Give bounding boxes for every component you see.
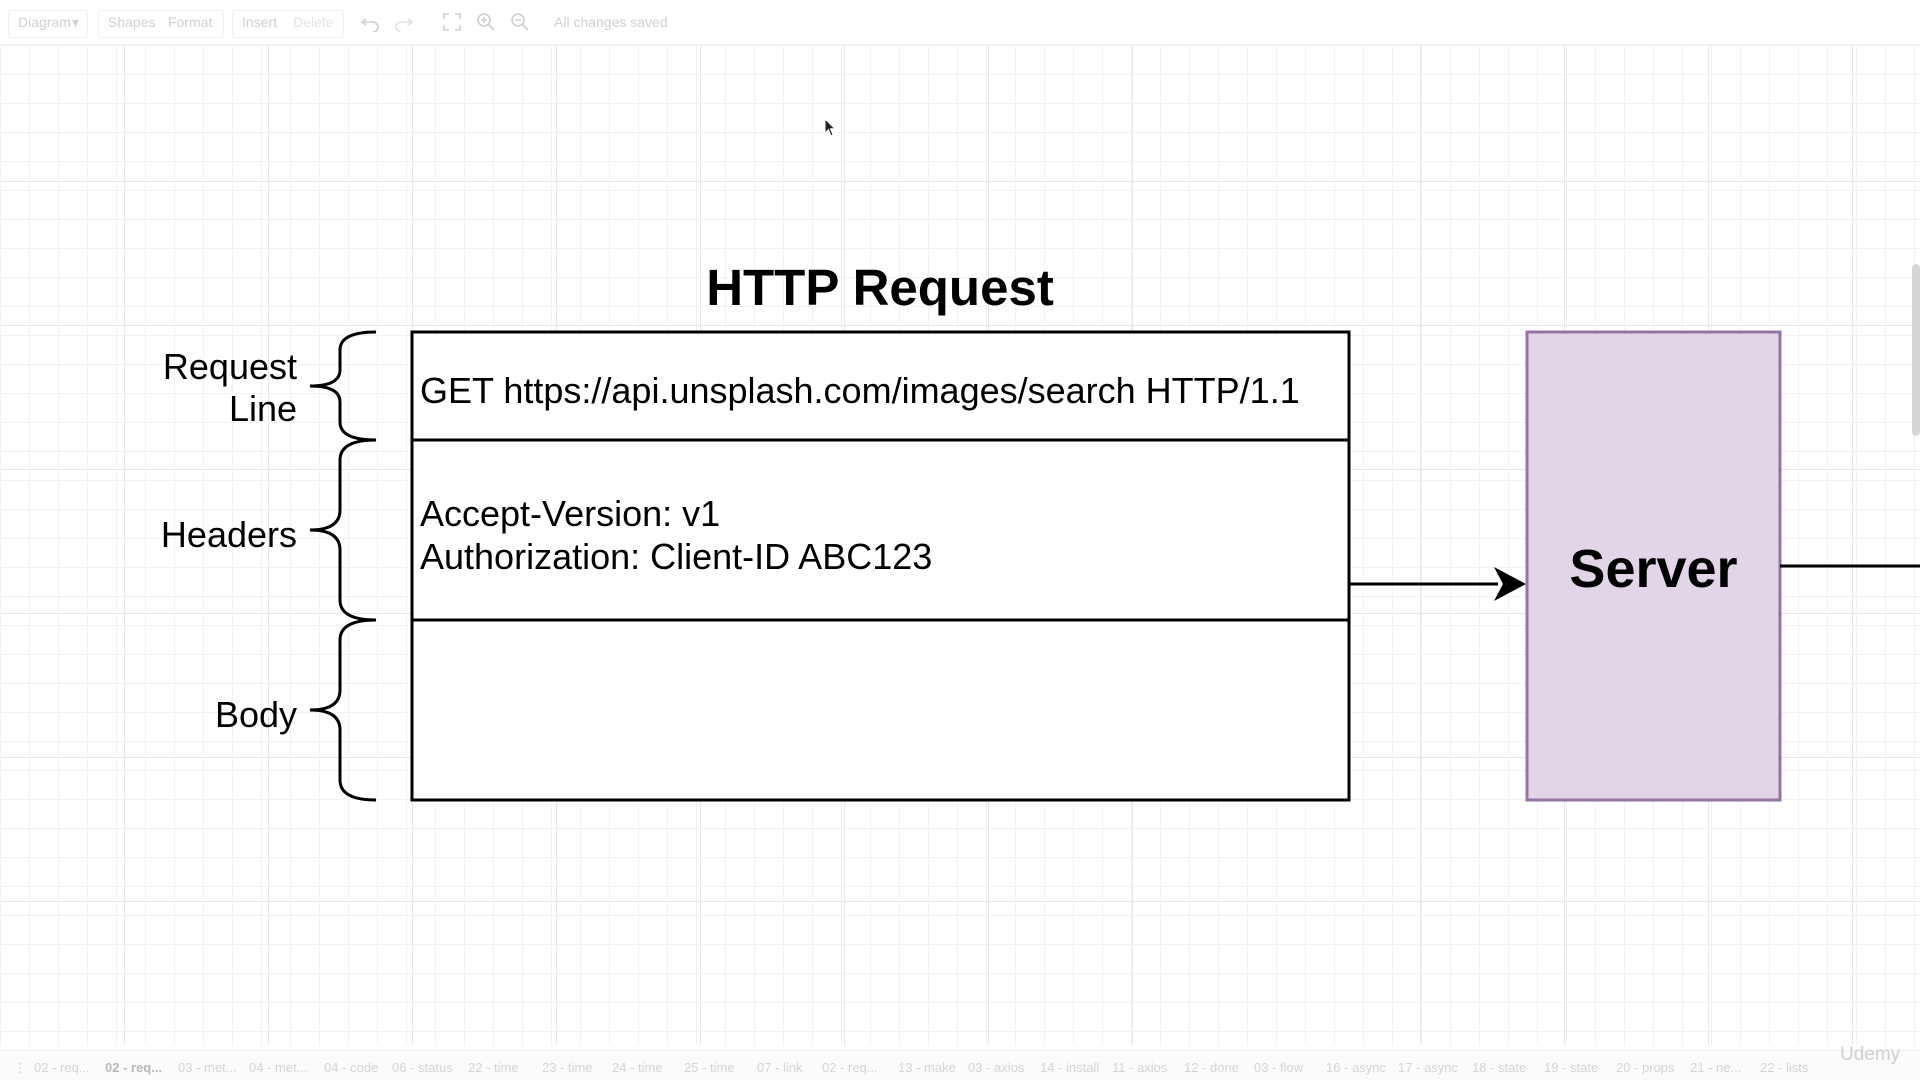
chevron-down-icon: ▾ (72, 14, 80, 30)
page-tab[interactable]: 25 - time (684, 1060, 735, 1075)
fullscreen-icon[interactable] (442, 12, 462, 32)
header-accept-version: Accept-Version: v1 (420, 493, 721, 534)
header-authorization: Authorization: Client-ID ABC123 (420, 536, 933, 577)
diagram-menu-label[interactable]: Diagram (18, 14, 71, 30)
zoom-out-icon[interactable] (510, 12, 530, 32)
page-tab[interactable]: 02 - req... (34, 1060, 90, 1075)
page-tab[interactable]: 16 - async (1326, 1060, 1386, 1075)
page-tab[interactable]: 14 - install (1040, 1060, 1100, 1075)
page-tab[interactable]: 12 - done (1184, 1060, 1239, 1075)
shapes-button[interactable]: Shapes (108, 14, 156, 30)
page-tab[interactable]: 04 - code (324, 1060, 379, 1075)
format-button[interactable]: Format (168, 14, 213, 30)
request-line-label[interactable]: Request Line (120, 346, 297, 430)
page-tab[interactable]: 11 - axios (1112, 1060, 1168, 1075)
page-tab[interactable]: 04 - met... (249, 1060, 308, 1075)
headers-brace[interactable] (309, 438, 377, 622)
headers-label[interactable]: Headers (160, 514, 297, 555)
diagram-title[interactable]: HTTP Request (706, 259, 1054, 316)
undo-icon[interactable] (360, 12, 380, 32)
vertical-scrollbar[interactable] (1912, 264, 1920, 436)
page-tab[interactable]: 07 - link (757, 1060, 803, 1075)
page-tab[interactable]: 03 - met... (178, 1060, 237, 1075)
page-tab[interactable]: 21 - ne... (1690, 1060, 1742, 1075)
request-line-label-line2: Line (228, 388, 297, 429)
page-tab[interactable]: 03 - flow (1254, 1060, 1304, 1075)
redo-icon[interactable] (394, 12, 414, 32)
page-tab[interactable]: 02 - req... (105, 1060, 163, 1075)
page-tab[interactable]: 17 - async (1398, 1060, 1458, 1075)
page-tab[interactable]: 03 - axios (968, 1060, 1025, 1075)
page-tab[interactable]: 06 - status (392, 1060, 453, 1075)
page-tab[interactable]: 20 - props (1616, 1060, 1675, 1075)
page-menu-icon[interactable]: ⋮ (14, 1060, 27, 1075)
shapes-format-group (98, 10, 224, 38)
diagram-menu-button[interactable] (8, 10, 88, 38)
body-label[interactable]: Body (214, 694, 297, 735)
page-tab[interactable]: 22 - time (468, 1060, 519, 1075)
page-tabs-bar: ⋮ 02 - req... 02 - req... 03 - met... 04 - … (0, 1050, 1920, 1080)
save-status: All changes saved (554, 14, 668, 30)
headers-text[interactable]: Accept-Version: v1 Authorization: Client… (420, 492, 932, 578)
page-tab[interactable]: 19 - state (1544, 1060, 1599, 1075)
insert-button[interactable]: Insert (242, 14, 278, 30)
insert-delete-group (232, 10, 344, 38)
page-tab[interactable]: 22 - lists (1760, 1060, 1809, 1075)
body-brace[interactable] (309, 618, 377, 802)
udemy-watermark: Udemy (1840, 1044, 1901, 1065)
request-line-brace[interactable] (309, 330, 377, 442)
body-box[interactable] (410, 618, 1351, 802)
delete-button[interactable]: Delete (293, 14, 334, 30)
page-tab[interactable]: 13 - make (898, 1060, 956, 1075)
zoom-in-icon[interactable] (476, 12, 496, 32)
server-box[interactable] (1525, 330, 1782, 802)
arrow-head-icon (1494, 567, 1526, 601)
page-tab[interactable]: 18 - state (1472, 1060, 1527, 1075)
request-line-label-line1: Request (162, 346, 297, 387)
page-tab[interactable]: 23 - time (542, 1060, 593, 1075)
headers-box[interactable] (410, 438, 1351, 622)
toolbar: Diagram ▾ Shapes Format Insert Delete Al… (0, 0, 1920, 45)
mouse-cursor-icon (824, 118, 837, 137)
page-tab[interactable]: 02 - req... (822, 1060, 878, 1075)
page-tab[interactable]: 24 - time (612, 1060, 663, 1075)
request-line-text[interactable]: GET https://api.unsplash.com/images/sear… (420, 370, 1300, 411)
server-label[interactable]: Server (1569, 539, 1738, 599)
